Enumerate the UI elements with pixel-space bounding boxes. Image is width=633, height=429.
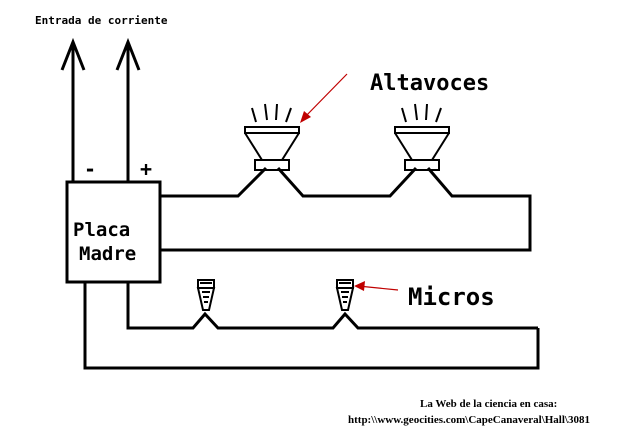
mic-circuit xyxy=(83,282,540,370)
power-lead-positive xyxy=(115,37,141,182)
mics-label: Micros xyxy=(408,283,495,311)
microphone-icon xyxy=(335,279,355,311)
credit-url: http:\\www.geocities.com\CapeCanaveral\H… xyxy=(348,414,590,426)
credit-title: La Web de la ciencia en casa: xyxy=(420,398,557,410)
speaker-circuit xyxy=(160,166,532,252)
power-input-label: Entrada de corriente xyxy=(35,14,168,27)
speakers-label: Altavoces xyxy=(370,71,489,96)
mics-pointer-arrow xyxy=(354,281,399,291)
motherboard-label-line2: Madre xyxy=(79,243,136,265)
microphone-icon xyxy=(196,279,216,311)
power-lead-negative xyxy=(60,37,86,182)
speakers-pointer-arrow xyxy=(300,73,348,123)
motherboard-label-line1: Placa xyxy=(73,219,130,241)
speaker-icon xyxy=(244,103,300,171)
plus-sign: + xyxy=(140,157,152,181)
speaker-icon xyxy=(394,103,450,171)
minus-sign: - xyxy=(84,157,96,181)
motherboard-box xyxy=(65,180,162,284)
